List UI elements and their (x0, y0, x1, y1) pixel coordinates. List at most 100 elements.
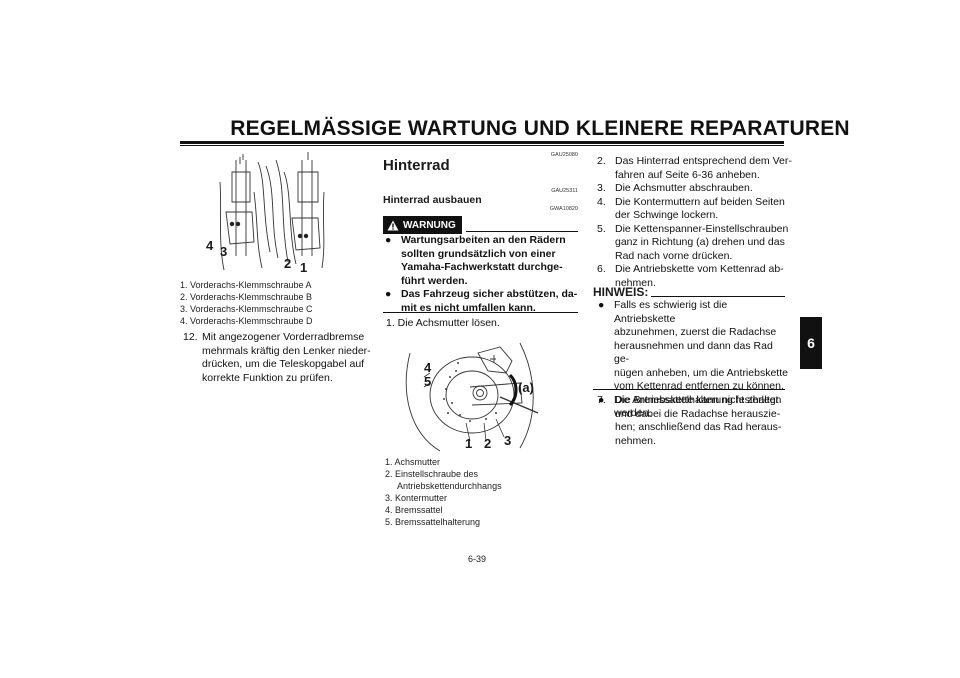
step-text-line: Die Kettenspanner-Einstellschrauben (615, 222, 789, 235)
note-line: Die Antriebskette kann nicht zerlegt (614, 393, 779, 406)
figure-callout-3: 3 (504, 433, 512, 448)
step-text-line: hen; anschließend das Rad heraus- (615, 421, 782, 433)
note-item: ● Falls es schwierig ist die Antriebsket… (598, 299, 788, 394)
warning-line: sollten grundsätzlich von einer (401, 247, 556, 260)
step-text-line: der Schwinge lockern. (615, 209, 719, 221)
note-header: HINWEIS: (593, 285, 785, 299)
step-text-line: und dabei die Radachse herauszie- (615, 407, 781, 420)
step-item: 3. Die Achsmutter abschrauben. (597, 182, 792, 196)
warning-item: ● Das Fahrzeug sicher abstützen, da- mit… (385, 288, 580, 315)
note-line: Falls es schwierig ist die Antriebskette (614, 299, 728, 325)
step-number: 3. (597, 182, 606, 194)
step-item: 2. Das Hinterrad entsprechend dem Ver- f… (597, 155, 792, 182)
warning-item: ● Wartungsarbeiten an den Rädern sollten… (385, 234, 580, 288)
step-number: 2. (597, 155, 606, 167)
step-text-line: nehmen. (615, 434, 656, 447)
step-text-line: Die Kontermuttern auf beiden Seiten (615, 195, 785, 208)
step-text-line: nehmen. (615, 276, 656, 289)
warning-header: WARNUNG (383, 216, 578, 234)
figure-callout-2: 2 (484, 436, 492, 451)
front-fork-figure: 4 3 2 1 (196, 152, 330, 275)
legend-item: 3. Kontermutter (385, 493, 448, 503)
legend-item: 1. Achsmutter (385, 457, 441, 467)
step-text-line: Die Bremssattelhalterung festhalten (615, 394, 782, 406)
step-number: 12. (183, 331, 198, 343)
step-number: 7. (597, 394, 606, 406)
note-line: herausnehmen und dann das Rad ge- (614, 339, 773, 366)
doc-code: GAU25311 (551, 188, 578, 194)
rear-axle-figure: 4 5 (a) 1 2 3 (400, 333, 540, 453)
step-12: 12. Mit angezogener Vorderradbremse mehr… (183, 331, 373, 385)
left-figure-legend: 1. Vorderachs-Klemmschraube A 2. Vordera… (180, 279, 360, 327)
warning-bottom-rule (383, 312, 578, 313)
rear-axle-illustration (405, 342, 539, 452)
figure-callout-1: 1 (300, 260, 308, 275)
step-text-line: korrekte Funktion zu prüfen. (202, 371, 333, 384)
warning-line: führt werden. (401, 274, 468, 287)
header-rule-thin (180, 145, 784, 146)
subsection-title: Hinterrad ausbauen (383, 194, 482, 206)
warning-rule (465, 230, 578, 232)
figure-callout-5: 5 (424, 374, 432, 389)
warning-triangle-icon (387, 220, 399, 230)
figure-callout-1: 1 (465, 436, 473, 451)
bullet-icon: ● (385, 234, 392, 246)
step-text-line: Das Hinterrad entsprechend dem Ver- (615, 155, 792, 167)
warning-label: WARNUNG (383, 216, 462, 234)
legend-item: 5. Bremssattelhalterung (385, 517, 481, 527)
figure-callout-2: 2 (284, 256, 292, 271)
step-text-line: Mit angezogener Vorderradbremse (202, 331, 365, 343)
legend-item: 4. Bremssattel (385, 505, 443, 515)
step-text-line: mehrmals kräftig den Lenker nieder- (202, 344, 371, 357)
step-text-line: fahren auf Seite 6-36 anheben. (615, 168, 760, 181)
doc-code: GWA10820 (549, 206, 578, 212)
warning-line: Das Fahrzeug sicher abstützen, da- (401, 288, 578, 300)
figure-callout-a: (a) (518, 380, 534, 395)
figure-callout-4: 4 (424, 360, 432, 375)
legend-item: 2. Vorderachs-Klemmschraube B (180, 292, 313, 302)
note-line: abzunehmen, zuerst die Radachse (614, 326, 777, 338)
legend-item: 2. Einstellschraube des (385, 469, 479, 479)
step-1: 1. Die Achsmutter lösen. (386, 317, 500, 329)
bullet-icon: ● (385, 288, 392, 300)
step-text-line: Die Achsmutter abschrauben. (615, 182, 753, 194)
step-number: 4. (597, 195, 606, 208)
step-7: 7. Die Bremssattelhalterung festhalten u… (597, 394, 792, 448)
middle-figure-legend: 1. Achsmutter 2. Einstellschraube des An… (385, 456, 575, 528)
header-rule (180, 141, 784, 144)
note-line: vom Kettenrad entfernen zu können. (614, 380, 784, 392)
page-header-title: REGELMÄSSIGE WARTUNG UND KLEINERE REPARA… (230, 117, 850, 140)
step-item: 6. Die Antriebskette vom Kettenrad ab- n… (597, 263, 792, 290)
step-text-line: Die Antriebskette vom Kettenrad ab- (615, 263, 784, 275)
bullet-icon: ● (598, 299, 605, 311)
note-line: nügen anheben, um die Antriebskette (614, 366, 788, 379)
section-title: Hinterrad (383, 157, 450, 174)
note-item: ● Die Antriebskette kann nicht zerlegt w… (598, 394, 788, 421)
warning-label-text: WARNUNG (403, 219, 456, 231)
note-bottom-rule (593, 389, 785, 390)
warning-line: Yamaha-Fachwerkstatt durchge- (401, 261, 563, 273)
legend-item: 4. Vorderachs-Klemmschraube D (180, 316, 313, 326)
note-label: HINWEIS: (593, 285, 649, 299)
step-number: 6. (597, 263, 606, 275)
doc-code: GAU25080 (550, 152, 578, 158)
figure-callout-4: 4 (206, 238, 214, 253)
step-text-line: Rad nach vorne drücken. (615, 249, 733, 262)
chapter-tab: 6 (800, 317, 822, 369)
legend-item-continued: Antriebskettendurchhangs (397, 481, 502, 491)
note-header-rule (651, 296, 785, 297)
warning-line: Wartungsarbeiten an den Rädern (401, 234, 566, 246)
legend-item: 3. Vorderachs-Klemmschraube C (180, 304, 313, 314)
right-steps: 2. Das Hinterrad entsprechend dem Ver- f… (597, 155, 792, 290)
warning-line: mit es nicht umfallen kann. (401, 301, 536, 314)
figure-callout-3: 3 (220, 244, 228, 259)
warning-list: ● Wartungsarbeiten an den Rädern sollten… (385, 234, 580, 315)
legend-item: 1. Vorderachs-Klemmschraube A (180, 280, 312, 290)
step-text-line: ganz in Richtung (a) drehen und das (615, 236, 785, 248)
note-line: werden. (614, 407, 652, 419)
step-number: 5. (597, 222, 606, 235)
step-item: 5. Die Kettenspanner-Einstellschrauben g… (597, 223, 792, 264)
step-item: 4. Die Kontermuttern auf beiden Seiten d… (597, 196, 792, 223)
bullet-icon: ● (598, 393, 605, 406)
front-fork-illustration (219, 152, 325, 271)
